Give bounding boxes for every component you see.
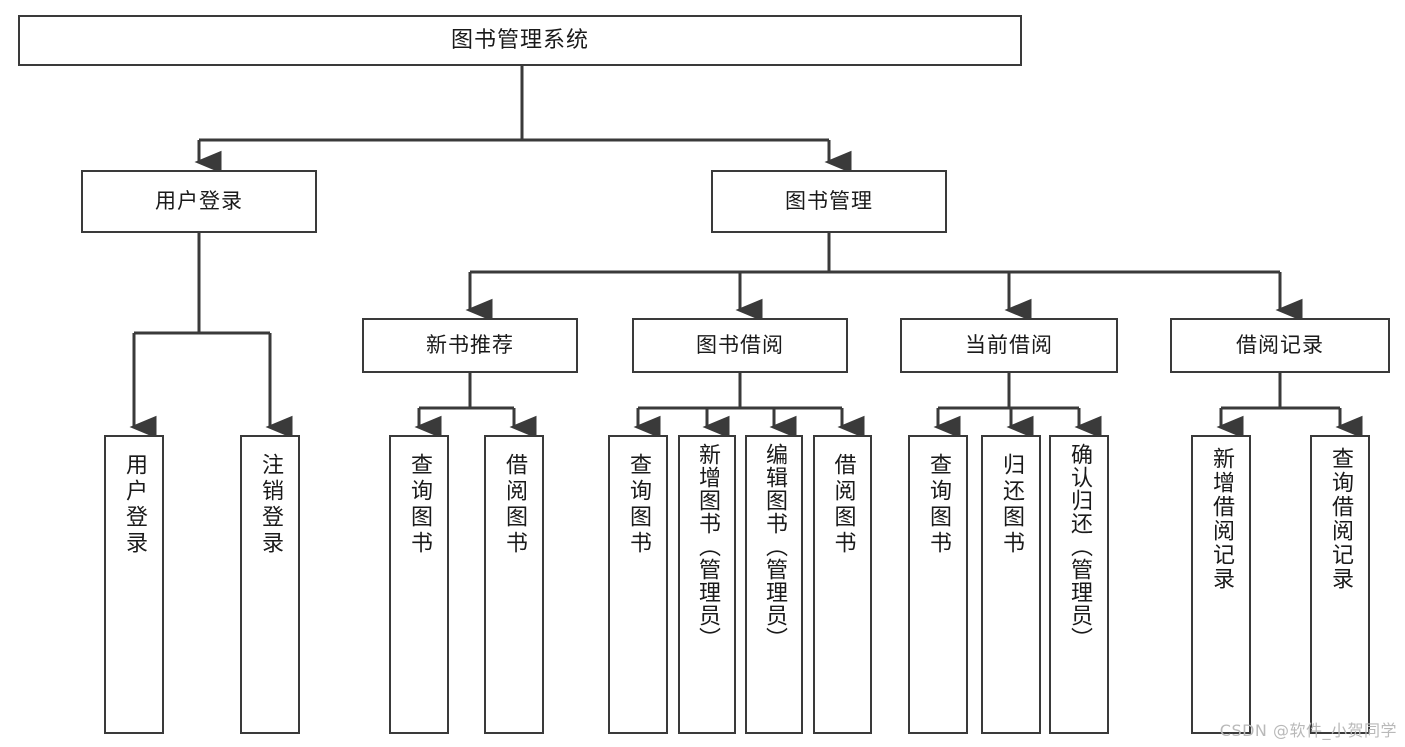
node-user-login-label: 用户登录 — [155, 189, 243, 214]
node-book-borrow-label: 图书借阅 — [696, 333, 784, 358]
node-root[interactable]: 图书管理系统 — [18, 15, 1022, 66]
node-leaf-borrow-book-rec-label: 借阅图书 — [501, 453, 527, 557]
node-leaf-edit-book[interactable]: 编辑图书（管理员） — [745, 435, 803, 734]
node-book-manage[interactable]: 图书管理 — [711, 170, 947, 233]
node-user-login[interactable]: 用户登录 — [81, 170, 317, 233]
node-leaf-user-login[interactable]: 用户登录 — [104, 435, 164, 734]
node-leaf-query-book-2-label: 查询图书 — [625, 453, 651, 557]
node-root-label: 图书管理系统 — [450, 27, 589, 53]
node-leaf-query-book-rec[interactable]: 查询图书 — [389, 435, 449, 734]
node-leaf-query-book-3[interactable]: 查询图书 — [908, 435, 968, 734]
node-leaf-confirm-return-label: 确认归还（管理员） — [1066, 443, 1092, 650]
node-borrow-record-label: 借阅记录 — [1236, 333, 1324, 358]
node-leaf-query-book-3-label: 查询图书 — [925, 453, 951, 557]
node-leaf-user-logout[interactable]: 注销登录 — [240, 435, 300, 734]
node-leaf-add-book[interactable]: 新增图书（管理员） — [678, 435, 736, 734]
node-leaf-user-login-label: 用户登录 — [121, 453, 147, 557]
node-new-book-rec-label: 新书推荐 — [426, 333, 514, 358]
node-leaf-return-book[interactable]: 归还图书 — [981, 435, 1041, 734]
node-leaf-query-book-2[interactable]: 查询图书 — [608, 435, 668, 734]
node-leaf-user-logout-label: 注销登录 — [257, 453, 283, 557]
node-leaf-add-record-label: 新增借阅记录 — [1208, 447, 1234, 591]
node-book-manage-label: 图书管理 — [785, 189, 873, 214]
watermark-text: CSDN @软件_小贺同学 — [1219, 721, 1397, 740]
node-book-borrow[interactable]: 图书借阅 — [632, 318, 848, 373]
node-leaf-borrow-book-rec[interactable]: 借阅图书 — [484, 435, 544, 734]
node-leaf-confirm-return[interactable]: 确认归还（管理员） — [1049, 435, 1109, 734]
node-borrow-record[interactable]: 借阅记录 — [1170, 318, 1390, 373]
node-leaf-edit-book-label: 编辑图书（管理员） — [761, 443, 787, 650]
node-leaf-add-record[interactable]: 新增借阅记录 — [1191, 435, 1251, 734]
node-leaf-query-book-rec-label: 查询图书 — [406, 453, 432, 557]
node-leaf-add-book-label: 新增图书（管理员） — [694, 443, 720, 650]
node-current-borrow[interactable]: 当前借阅 — [900, 318, 1118, 373]
node-leaf-query-record-label: 查询借阅记录 — [1327, 447, 1353, 591]
node-new-book-rec[interactable]: 新书推荐 — [362, 318, 578, 373]
node-leaf-query-record[interactable]: 查询借阅记录 — [1310, 435, 1370, 734]
node-leaf-borrow-book-2-label: 借阅图书 — [830, 453, 856, 557]
node-leaf-return-book-label: 归还图书 — [998, 453, 1024, 557]
node-leaf-borrow-book-2[interactable]: 借阅图书 — [813, 435, 872, 734]
node-current-borrow-label: 当前借阅 — [965, 333, 1053, 358]
